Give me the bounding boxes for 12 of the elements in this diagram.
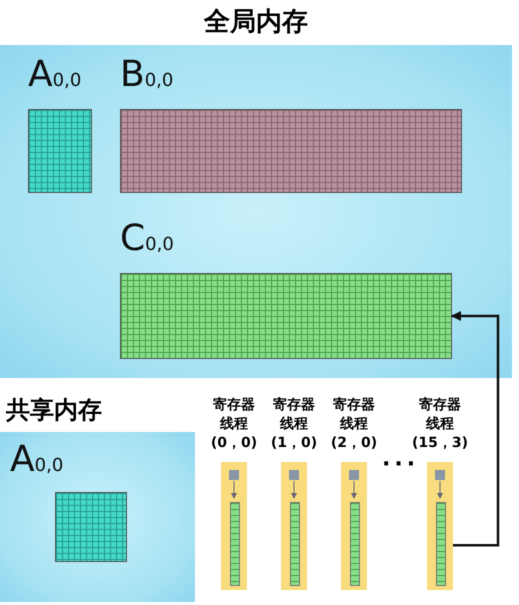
panel-title: 全局内存 [204,6,308,39]
register-thread-label: (0，0) [210,434,258,453]
register-thread-label: 寄存器线程 [212,396,256,434]
register-thread-label: (2，0) [330,434,378,453]
arrow [451,311,500,546]
register-thread-label: (15，3) [410,434,470,453]
register-thread-label: (1，0) [270,434,318,453]
register-thread-label: 寄存器线程 [332,396,376,434]
panel-title: 共享内存 [6,395,102,426]
register-thread-label: 寄存器线程 [418,396,462,434]
ellipsis-label: ··· [382,452,420,477]
register-thread-label: 寄存器线程 [272,396,316,434]
